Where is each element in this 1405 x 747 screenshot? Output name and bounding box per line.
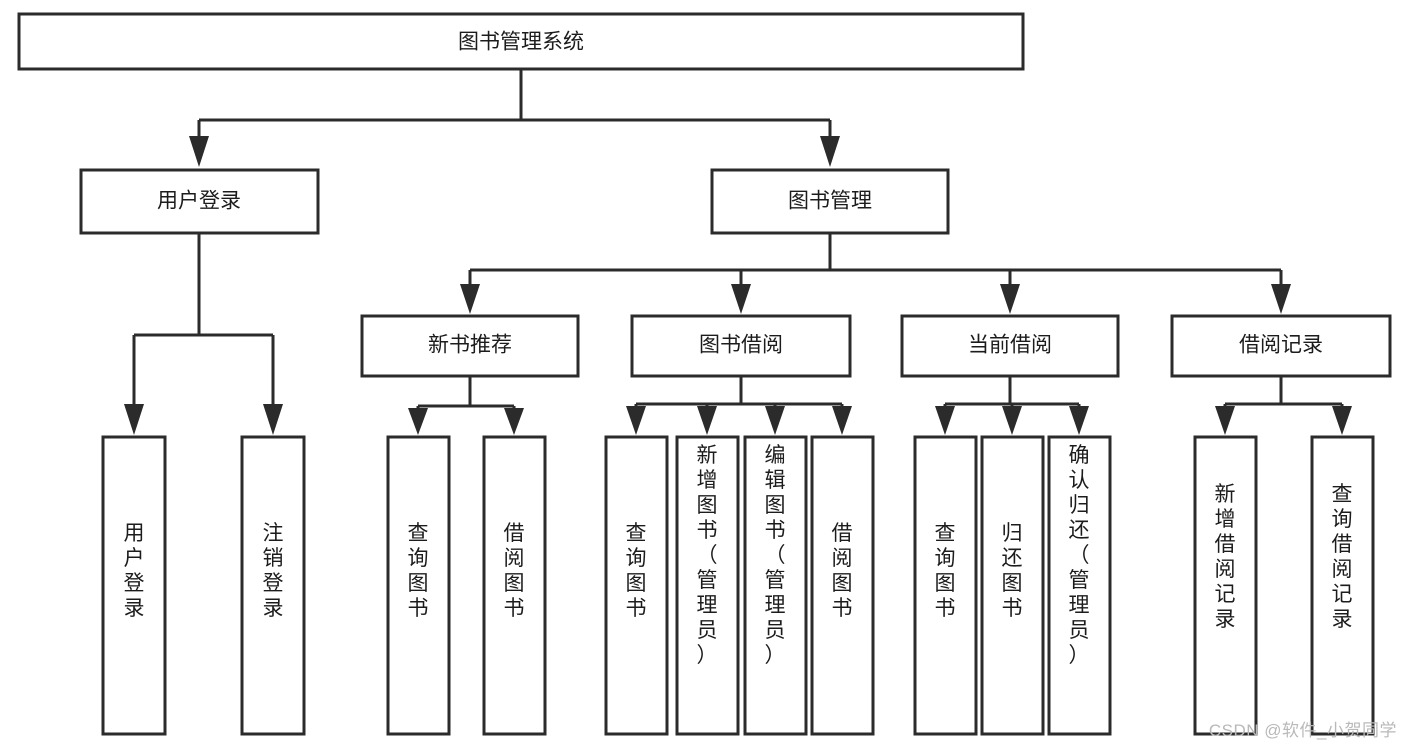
arrow-head-leaf10 xyxy=(1002,406,1022,435)
node-leaf7-box[interactable] xyxy=(743,435,808,736)
arrow-head-leaf5 xyxy=(626,406,646,435)
arrow-head-leaf8 xyxy=(832,406,852,435)
node-leaf13[interactable]: 查询借阅记录 xyxy=(1310,435,1375,736)
arrow-head-leaf6 xyxy=(697,406,717,435)
node-borrow-box[interactable] xyxy=(630,314,852,378)
connector-group-login-to-leaves xyxy=(124,233,283,435)
node-leaf3-label: 查询图书 xyxy=(408,522,429,620)
node-borrow-label: 图书借阅 xyxy=(699,334,783,357)
arrow-head-leaf3 xyxy=(408,408,428,435)
node-login-label: 用户登录 xyxy=(157,190,241,213)
arrow-head-newbook xyxy=(460,284,480,314)
node-leaf1-label: 用户登录 xyxy=(124,522,145,620)
node-root[interactable]: 图书管理系统 xyxy=(17,12,1025,71)
arrow-head-leaf1 xyxy=(124,404,144,435)
node-leaf11-label: 确认归还（管理员） xyxy=(1069,444,1090,667)
node-leaf10[interactable]: 归还图书 xyxy=(980,435,1045,736)
arrow-head-leaf2 xyxy=(263,404,283,435)
node-newbook[interactable]: 新书推荐 xyxy=(360,314,580,378)
connector-group-borrow-to-leaves xyxy=(626,376,852,435)
node-leaf11[interactable]: 确认归还（管理员） xyxy=(1047,435,1112,736)
connector-group-newbook-to-leaves xyxy=(408,376,524,435)
node-leaf9-box[interactable] xyxy=(913,435,978,736)
node-leaf7-label: 编辑图书（管理员） xyxy=(765,444,786,667)
node-leaf6[interactable]: 新增图书（管理员） xyxy=(675,435,740,736)
arrow-head-leaf11 xyxy=(1069,406,1089,435)
node-leaf9[interactable]: 查询图书 xyxy=(913,435,978,736)
connector-group-bookmgmt-to-level3 xyxy=(460,233,1291,314)
node-newbook-label: 新书推荐 xyxy=(428,334,512,357)
node-root-label: 图书管理系统 xyxy=(458,31,584,54)
node-newbook-box[interactable] xyxy=(360,314,580,378)
node-bookmgmt[interactable]: 图书管理 xyxy=(710,168,950,235)
node-leaf10-box[interactable] xyxy=(980,435,1045,736)
node-leaf12-label: 新增借阅记录 xyxy=(1215,483,1236,631)
csdn-watermark: CSDN @软件_小贺同学 xyxy=(1208,721,1397,740)
node-bookmgmt-label: 图书管理 xyxy=(788,190,872,213)
arrow-head-leaf7 xyxy=(765,406,785,435)
arrow-head-bookmgmt xyxy=(820,136,840,167)
node-leaf4-box[interactable] xyxy=(482,435,547,736)
node-leaf8[interactable]: 借阅图书 xyxy=(810,435,875,736)
node-leaf3-box[interactable] xyxy=(386,435,451,736)
node-leaf6-label: 新增图书（管理员） xyxy=(697,444,718,667)
node-leaf1[interactable]: 用户登录 xyxy=(101,435,167,736)
connector-group-root-to-level2 xyxy=(189,69,840,167)
node-leaf13-box[interactable] xyxy=(1310,435,1375,736)
arrow-head-leaf4 xyxy=(504,408,524,435)
node-login[interactable]: 用户登录 xyxy=(79,168,320,235)
node-leaf1-box[interactable] xyxy=(101,435,167,736)
node-leaf5[interactable]: 查询图书 xyxy=(604,435,669,736)
node-leaf10-label: 归还图书 xyxy=(1002,522,1023,620)
arrow-head-leaf9 xyxy=(935,406,955,435)
node-leaf4-label: 借阅图书 xyxy=(504,522,525,620)
arrow-head-record xyxy=(1271,284,1291,314)
node-leaf12-box[interactable] xyxy=(1193,435,1258,736)
node-root-box[interactable] xyxy=(17,12,1025,71)
node-leaf4[interactable]: 借阅图书 xyxy=(482,435,547,736)
node-record-box[interactable] xyxy=(1170,314,1392,378)
arrow-head-borrow xyxy=(731,284,751,314)
node-current[interactable]: 当前借阅 xyxy=(900,314,1120,378)
node-leaf2-label: 注销登录 xyxy=(263,522,284,620)
node-leaf3[interactable]: 查询图书 xyxy=(386,435,451,736)
arrow-head-leaf12 xyxy=(1215,406,1235,435)
node-current-label: 当前借阅 xyxy=(968,334,1052,357)
node-leaf7[interactable]: 编辑图书（管理员） xyxy=(743,435,808,736)
connector-group-record-to-leaves xyxy=(1215,376,1352,435)
arrow-head-current xyxy=(1000,284,1020,314)
node-leaf2[interactable]: 注销登录 xyxy=(240,435,306,736)
node-leaf2-box[interactable] xyxy=(240,435,306,736)
node-login-box[interactable] xyxy=(79,168,320,235)
arrow-head-leaf13 xyxy=(1332,406,1352,435)
node-leaf13-label: 查询借阅记录 xyxy=(1332,483,1353,631)
node-bookmgmt-box[interactable] xyxy=(710,168,950,235)
node-borrow[interactable]: 图书借阅 xyxy=(630,314,852,378)
node-record-label: 借阅记录 xyxy=(1239,334,1323,357)
node-current-box[interactable] xyxy=(900,314,1120,378)
node-leaf9-label: 查询图书 xyxy=(935,522,956,620)
node-leaf11-box[interactable] xyxy=(1047,435,1112,736)
connector-group-current-to-leaves xyxy=(935,376,1089,435)
node-leaf5-label: 查询图书 xyxy=(626,522,647,620)
node-leaf6-box[interactable] xyxy=(675,435,740,736)
node-leaf8-box[interactable] xyxy=(810,435,875,736)
node-leaf8-label: 借阅图书 xyxy=(832,522,853,620)
node-leaf5-box[interactable] xyxy=(604,435,669,736)
node-leaf12[interactable]: 新增借阅记录 xyxy=(1193,435,1258,736)
node-record[interactable]: 借阅记录 xyxy=(1170,314,1392,378)
arrow-head-login xyxy=(189,136,209,167)
